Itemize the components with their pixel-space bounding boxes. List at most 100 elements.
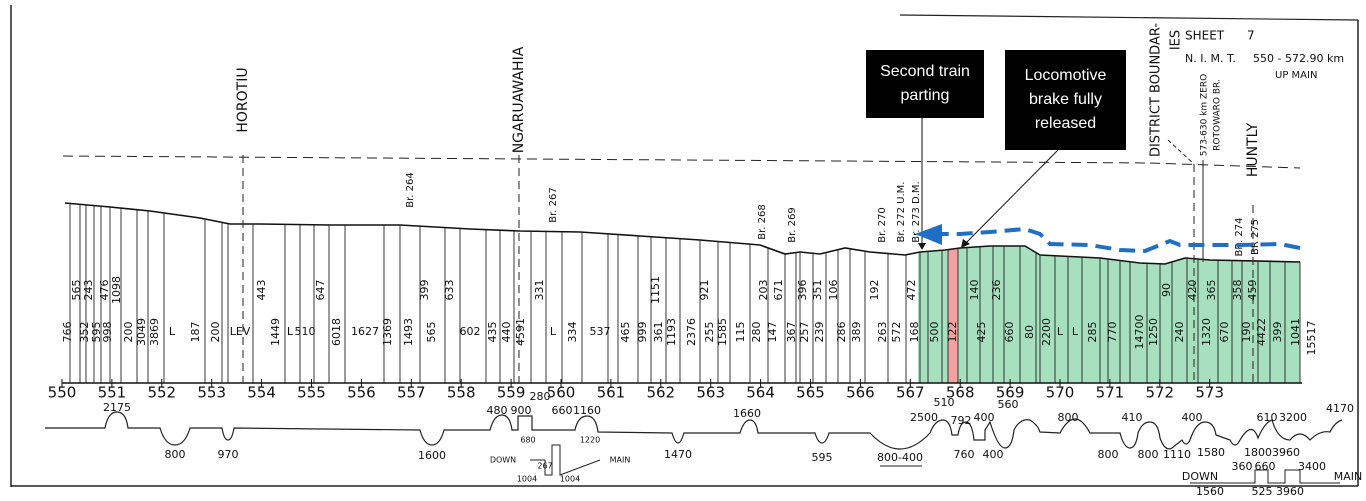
km-label: 553 <box>197 384 226 402</box>
gradient-length-lower: 367 <box>785 322 798 343</box>
curve-radius-label: 1800 <box>1244 446 1272 459</box>
km-label: 567 <box>896 384 925 402</box>
bridge-label: BR. 274 <box>1234 218 1245 257</box>
gradient-length-lower: 537 <box>590 325 611 338</box>
district-boundaries-label: DISTRICT BOUNDAR- <box>1149 23 1164 157</box>
highlight-green-section <box>918 246 1300 383</box>
zero-point-label: 573-630 km ZERO <box>1200 74 1210 157</box>
curve-radius-label: MAIN <box>610 456 631 465</box>
gradient-length-lower: 998 <box>101 322 114 343</box>
km-label: 573 <box>1195 384 1224 402</box>
callout-line: parting <box>900 87 950 104</box>
down-main-line <box>1190 469 1340 484</box>
curve-radius-label: 1160 <box>573 404 601 417</box>
curvature-line <box>45 411 1343 450</box>
curve-radius-label: DOWN <box>1182 470 1218 483</box>
km-label: 554 <box>247 384 276 402</box>
km-label: 570 <box>1046 384 1075 402</box>
bridge-label: BR 275 <box>1250 219 1261 255</box>
direction-arrowhead-icon <box>915 224 942 245</box>
gradient-length-lower: 399 <box>1271 322 1284 343</box>
gradient-length-upper: 331 <box>533 280 546 301</box>
curve-radius-label: 560 <box>998 398 1019 411</box>
curve-radius-label: 760 <box>954 448 975 461</box>
gradient-length-upper: 476 <box>98 280 111 301</box>
curve-radius-label: 1660 <box>733 407 761 420</box>
km-label: 550 <box>48 384 77 402</box>
arrowhead-icon <box>918 243 926 250</box>
gradient-length-lower: 14700 <box>1133 315 1146 350</box>
gradient-length-upper: 106 <box>827 280 840 301</box>
callout-line: brake fully <box>1029 91 1102 108</box>
bridge-label: Br. 273 D.M. <box>911 181 922 242</box>
gradient-length-lower: 1369 <box>381 318 394 346</box>
gradient-length-lower: 602 <box>460 325 481 338</box>
train-direction-dashed-line <box>940 226 1301 254</box>
gradient-length-lower: LEV <box>230 325 251 338</box>
curve-radius-label: 595 <box>812 451 833 464</box>
gradient-length-lower: 770 <box>1106 322 1119 343</box>
gradient-length-lower: 3049 <box>135 318 148 346</box>
highlight-red-section <box>948 249 958 383</box>
gradient-length-lower: 168 <box>908 322 921 343</box>
gradient-length-lower: L <box>287 325 294 338</box>
km-label: 562 <box>646 384 675 402</box>
curve-radius-label: 3960 <box>1276 485 1304 498</box>
gradient-length-upper: 203 <box>757 280 770 301</box>
curve-radius-label: 660 <box>552 404 573 417</box>
curve-radius-label: 400 <box>983 448 1004 461</box>
gradient-length-lower: 465 <box>619 322 632 343</box>
bridge-label: Br. 267 <box>548 187 559 223</box>
curve-radius-label: 525 <box>1252 485 1273 498</box>
station-name-ngaruawahia: NGARUAWAHIA <box>511 46 527 153</box>
gradient-length-upper: 90 <box>1160 283 1173 297</box>
curve-radius-label: 800-400 <box>877 451 923 464</box>
gradient-length-upper: 921 <box>698 280 711 301</box>
curve-radius-label: 680 <box>520 436 535 445</box>
gradient-length-lower: L <box>1072 325 1079 338</box>
curve-radius-label: 480 <box>487 404 508 417</box>
gradient-length-lower: 3869 <box>148 318 161 346</box>
km-label: 568 <box>946 384 975 402</box>
gradient-length-lower: 190 <box>1240 322 1253 343</box>
curve-radius-label: 2500 <box>910 411 938 424</box>
gradient-length-lower: 500 <box>928 322 941 343</box>
datum-dashed-line <box>1149 162 1301 169</box>
curve-radius-label: 267 <box>537 462 552 471</box>
gradient-length-upper: 633 <box>443 280 456 301</box>
gradient-length-lower: 122 <box>946 322 959 343</box>
km-label: 560 <box>547 384 576 402</box>
curve-radius-label: 410 <box>1122 411 1143 424</box>
arrowhead-icon <box>961 239 970 248</box>
km-label: 565 <box>796 384 825 402</box>
gradient-length-lower: 1449 <box>269 318 282 346</box>
gradient-length-upper: 192 <box>868 280 881 301</box>
gradient-length-lower: 115 <box>734 322 747 343</box>
curve-radius-label: 4170 <box>1326 402 1354 415</box>
callout-line: released <box>1034 115 1097 132</box>
gradient-length-lower: 240 <box>1173 322 1186 343</box>
gradient-length-lower: 999 <box>636 322 649 343</box>
callout-arrow <box>962 149 1059 247</box>
gradient-length-upper: 1098 <box>110 276 123 304</box>
gradient-length-lower: L <box>1057 325 1064 338</box>
gradient-length-upper: 647 <box>314 280 327 301</box>
gradient-length-lower: 389 <box>850 322 863 343</box>
curve-radius-label: 3400 <box>1298 460 1326 473</box>
gradient-length-upper: 140 <box>968 280 981 301</box>
gradient-length-upper: 236 <box>990 280 1003 301</box>
gradient-length-upper: 351 <box>811 280 824 301</box>
curve-radius-label: 800 <box>165 448 186 461</box>
bridge-label: Br. 269 <box>787 207 798 243</box>
callout-second-train-parting: Second train parting <box>866 50 984 118</box>
sheet-title: SHEET <box>1185 29 1225 43</box>
gradient-length-lower: 80 <box>1023 325 1036 339</box>
gradient-length-upper: 1151 <box>649 276 662 304</box>
gradient-length-upper: 420 <box>1186 280 1199 301</box>
gradient-length-lower: 510 <box>295 325 316 338</box>
km-label: 552 <box>147 384 176 402</box>
callout-line: Locomotive <box>1024 67 1107 84</box>
gradient-length-upper: 365 <box>1205 280 1218 301</box>
district-boundaries-label: IES <box>1169 30 1184 50</box>
